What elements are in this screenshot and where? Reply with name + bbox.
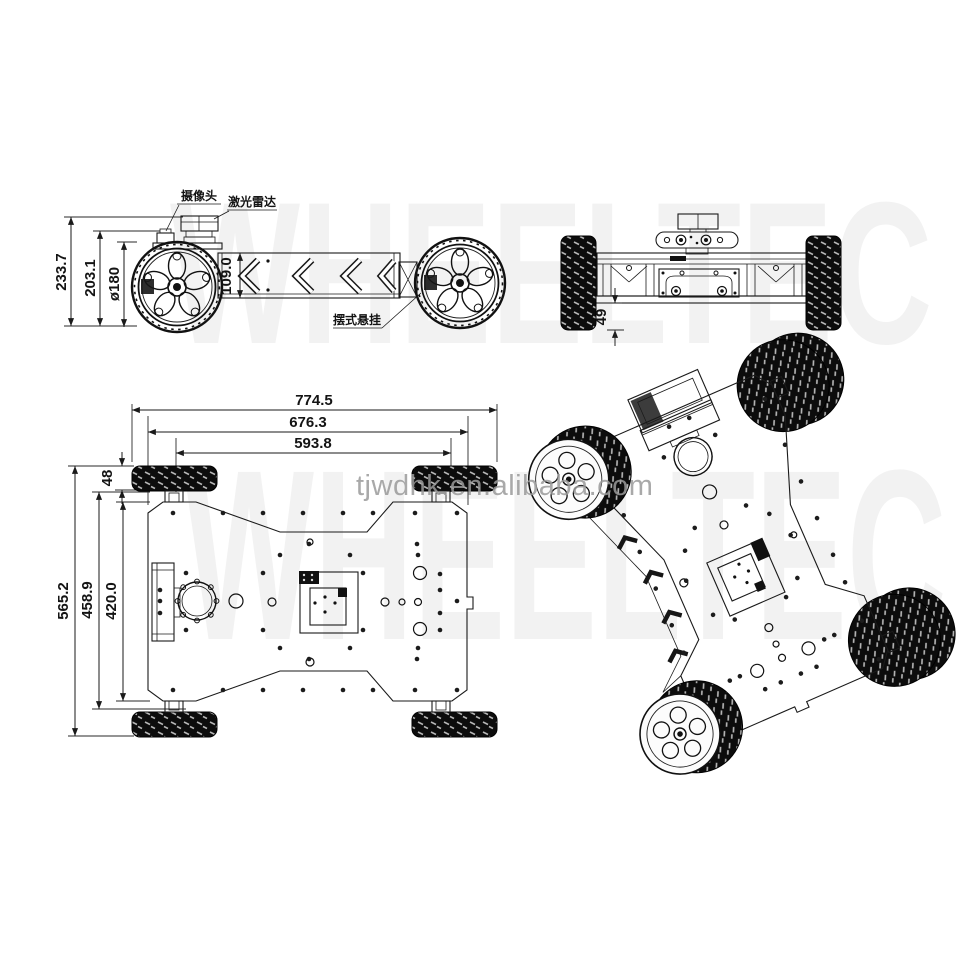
dim-wheel-diameter: ø180 — [106, 267, 123, 301]
stereo-camera — [655, 231, 739, 249]
bottom-center-box — [299, 571, 359, 634]
dim-overall-height: 233.7 — [53, 253, 70, 291]
dim-wheelbase: 593.8 — [294, 435, 332, 452]
side-wheel-left — [130, 240, 224, 334]
label-camera: 摄像头 — [181, 188, 217, 203]
dim-ground-clearance: 49 — [593, 309, 610, 326]
dim-frame-length: 676.3 — [289, 414, 327, 431]
center-module — [658, 268, 740, 298]
iso-wheel-front-left — [515, 425, 632, 533]
label-suspension: 摆式悬挂 — [333, 312, 381, 327]
label-lidar: 激光雷达 — [228, 194, 276, 209]
battery-bracket — [151, 562, 175, 642]
dim-wheel-width: 48 — [99, 470, 116, 487]
dim-overall-length: 774.5 — [295, 392, 333, 409]
side-wheel-right — [413, 236, 507, 330]
bottom-wheel-br — [411, 711, 498, 738]
front-wheel-right — [805, 235, 842, 331]
dim-overall-width: 565.2 — [55, 582, 72, 620]
iso-wheel-rear-left — [626, 680, 744, 788]
bottom-wheel-bl — [131, 711, 218, 738]
bottom-lidar — [174, 578, 220, 624]
bottom-wheel-tr — [411, 465, 498, 492]
dim-camera-height: 203.1 — [82, 259, 99, 297]
iso-camera-bar — [627, 368, 713, 434]
iso-chassis-plate — [588, 374, 889, 740]
beam-chevrons — [237, 257, 397, 295]
dim-track-width: 458.9 — [79, 581, 96, 619]
iso-wheel-front-right — [736, 332, 845, 433]
side-view: 233.7 203.1 ø180 — [53, 188, 507, 334]
bottom-view: 774.5 676.3 593.8 48 565.2 458.9 — [55, 392, 498, 738]
bottom-wheel-tl — [131, 465, 218, 492]
watermark-url: tjwdhk.en.alibaba.com — [356, 470, 654, 502]
front-wheel-left — [560, 235, 597, 331]
lidar-box — [180, 215, 219, 232]
mounting-holes — [157, 510, 460, 693]
front-view: 49 — [560, 213, 842, 346]
dim-plate-width: 420.0 — [103, 582, 120, 620]
iso-center-box — [706, 537, 786, 617]
isometric-view — [515, 332, 956, 788]
iso-skirt-chevrons — [616, 535, 689, 664]
